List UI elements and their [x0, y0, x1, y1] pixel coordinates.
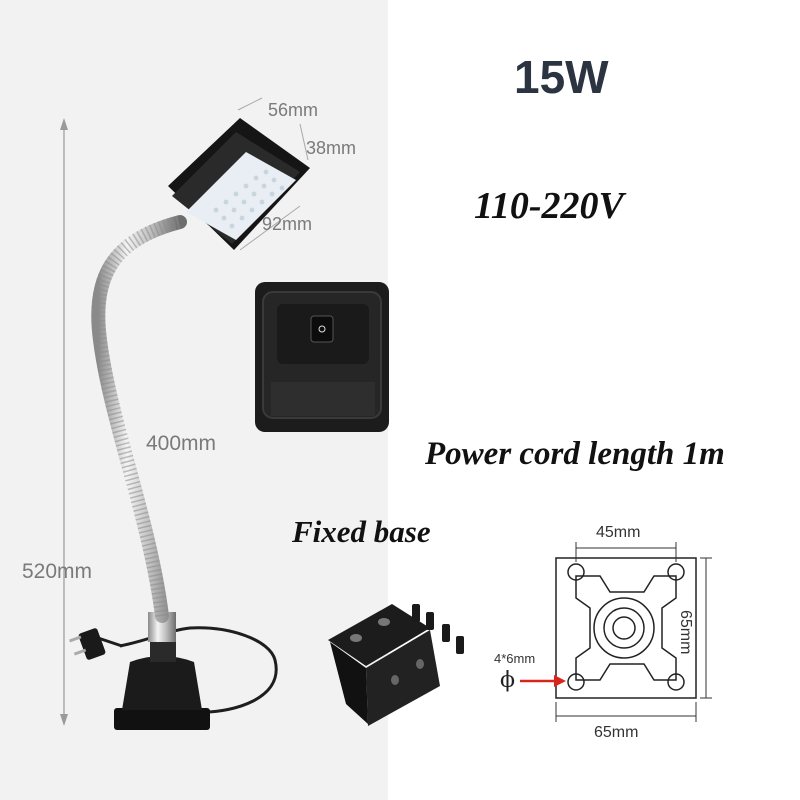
- plate-width-label: 65mm: [594, 724, 639, 741]
- switch-detail-inset: [255, 282, 389, 432]
- mounting-bracket: [328, 604, 440, 726]
- hole-size-label: 4*6mm: [494, 651, 536, 666]
- total-height-label: 520mm: [22, 560, 93, 583]
- lamp-head: [168, 118, 310, 250]
- power-cord-length: Power cord length 1m: [425, 436, 725, 472]
- voltage-rating: 110-220V: [474, 185, 624, 227]
- diameter-symbol: ϕ: [500, 668, 515, 693]
- spec-background: [388, 0, 800, 800]
- hole-spacing-label: 45mm: [596, 524, 641, 541]
- hole-indicator-arrow: [520, 675, 566, 687]
- plate-height-label: 65mm: [677, 610, 694, 655]
- lamp-base: [114, 612, 210, 730]
- power-rating: 15W: [514, 51, 609, 103]
- plug: [69, 628, 106, 660]
- fixed-base-label: Fixed base: [292, 514, 431, 549]
- base-plate-dimension-lines: [555, 542, 712, 722]
- led-array: [213, 169, 285, 229]
- head-width-label: 56mm: [268, 100, 319, 120]
- head-dimension-lines: [237, 97, 309, 251]
- head-length-label: 92mm: [262, 214, 313, 234]
- mounting-screws: [412, 604, 464, 654]
- head-depth-label: 38mm: [306, 138, 357, 158]
- base-plate-drawing: [555, 557, 697, 699]
- height-dimension-line: [60, 118, 68, 726]
- gooseneck-length-label: 400mm: [146, 432, 217, 455]
